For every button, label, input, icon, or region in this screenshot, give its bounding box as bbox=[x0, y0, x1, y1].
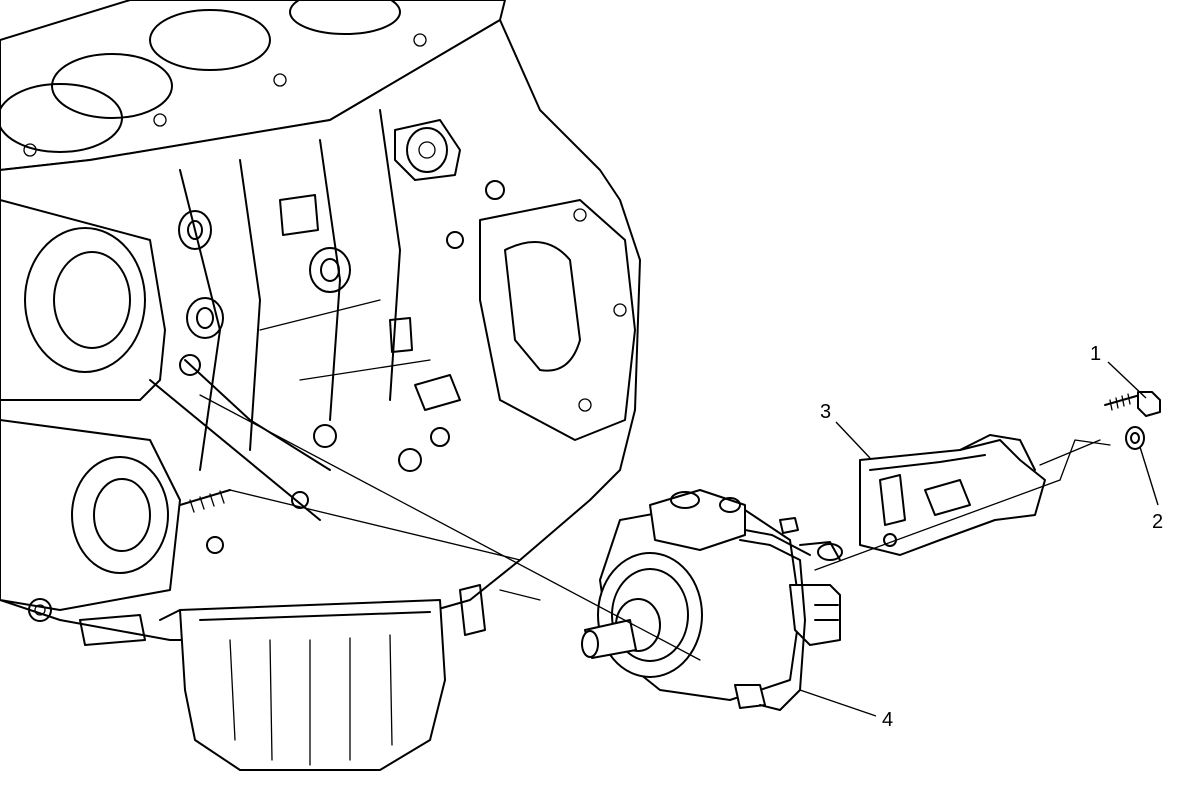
washer bbox=[1125, 426, 1145, 450]
callout-label-4: 4 bbox=[882, 709, 893, 731]
callout-3: 3 bbox=[820, 401, 871, 459]
callout-1: 1 bbox=[1090, 343, 1147, 399]
callout-label-3: 3 bbox=[820, 401, 831, 423]
engine-block bbox=[0, 0, 641, 771]
assembly-alignment-lines bbox=[199, 394, 1111, 661]
bolt bbox=[1104, 391, 1161, 417]
callout-2: 2 bbox=[1139, 446, 1163, 533]
callout-label-1: 1 bbox=[1090, 343, 1101, 365]
callout-label-2: 2 bbox=[1152, 511, 1163, 533]
pump-bracket bbox=[859, 434, 1046, 556]
callout-4: 4 bbox=[799, 689, 893, 731]
fuel-injection-pump bbox=[581, 489, 843, 711]
